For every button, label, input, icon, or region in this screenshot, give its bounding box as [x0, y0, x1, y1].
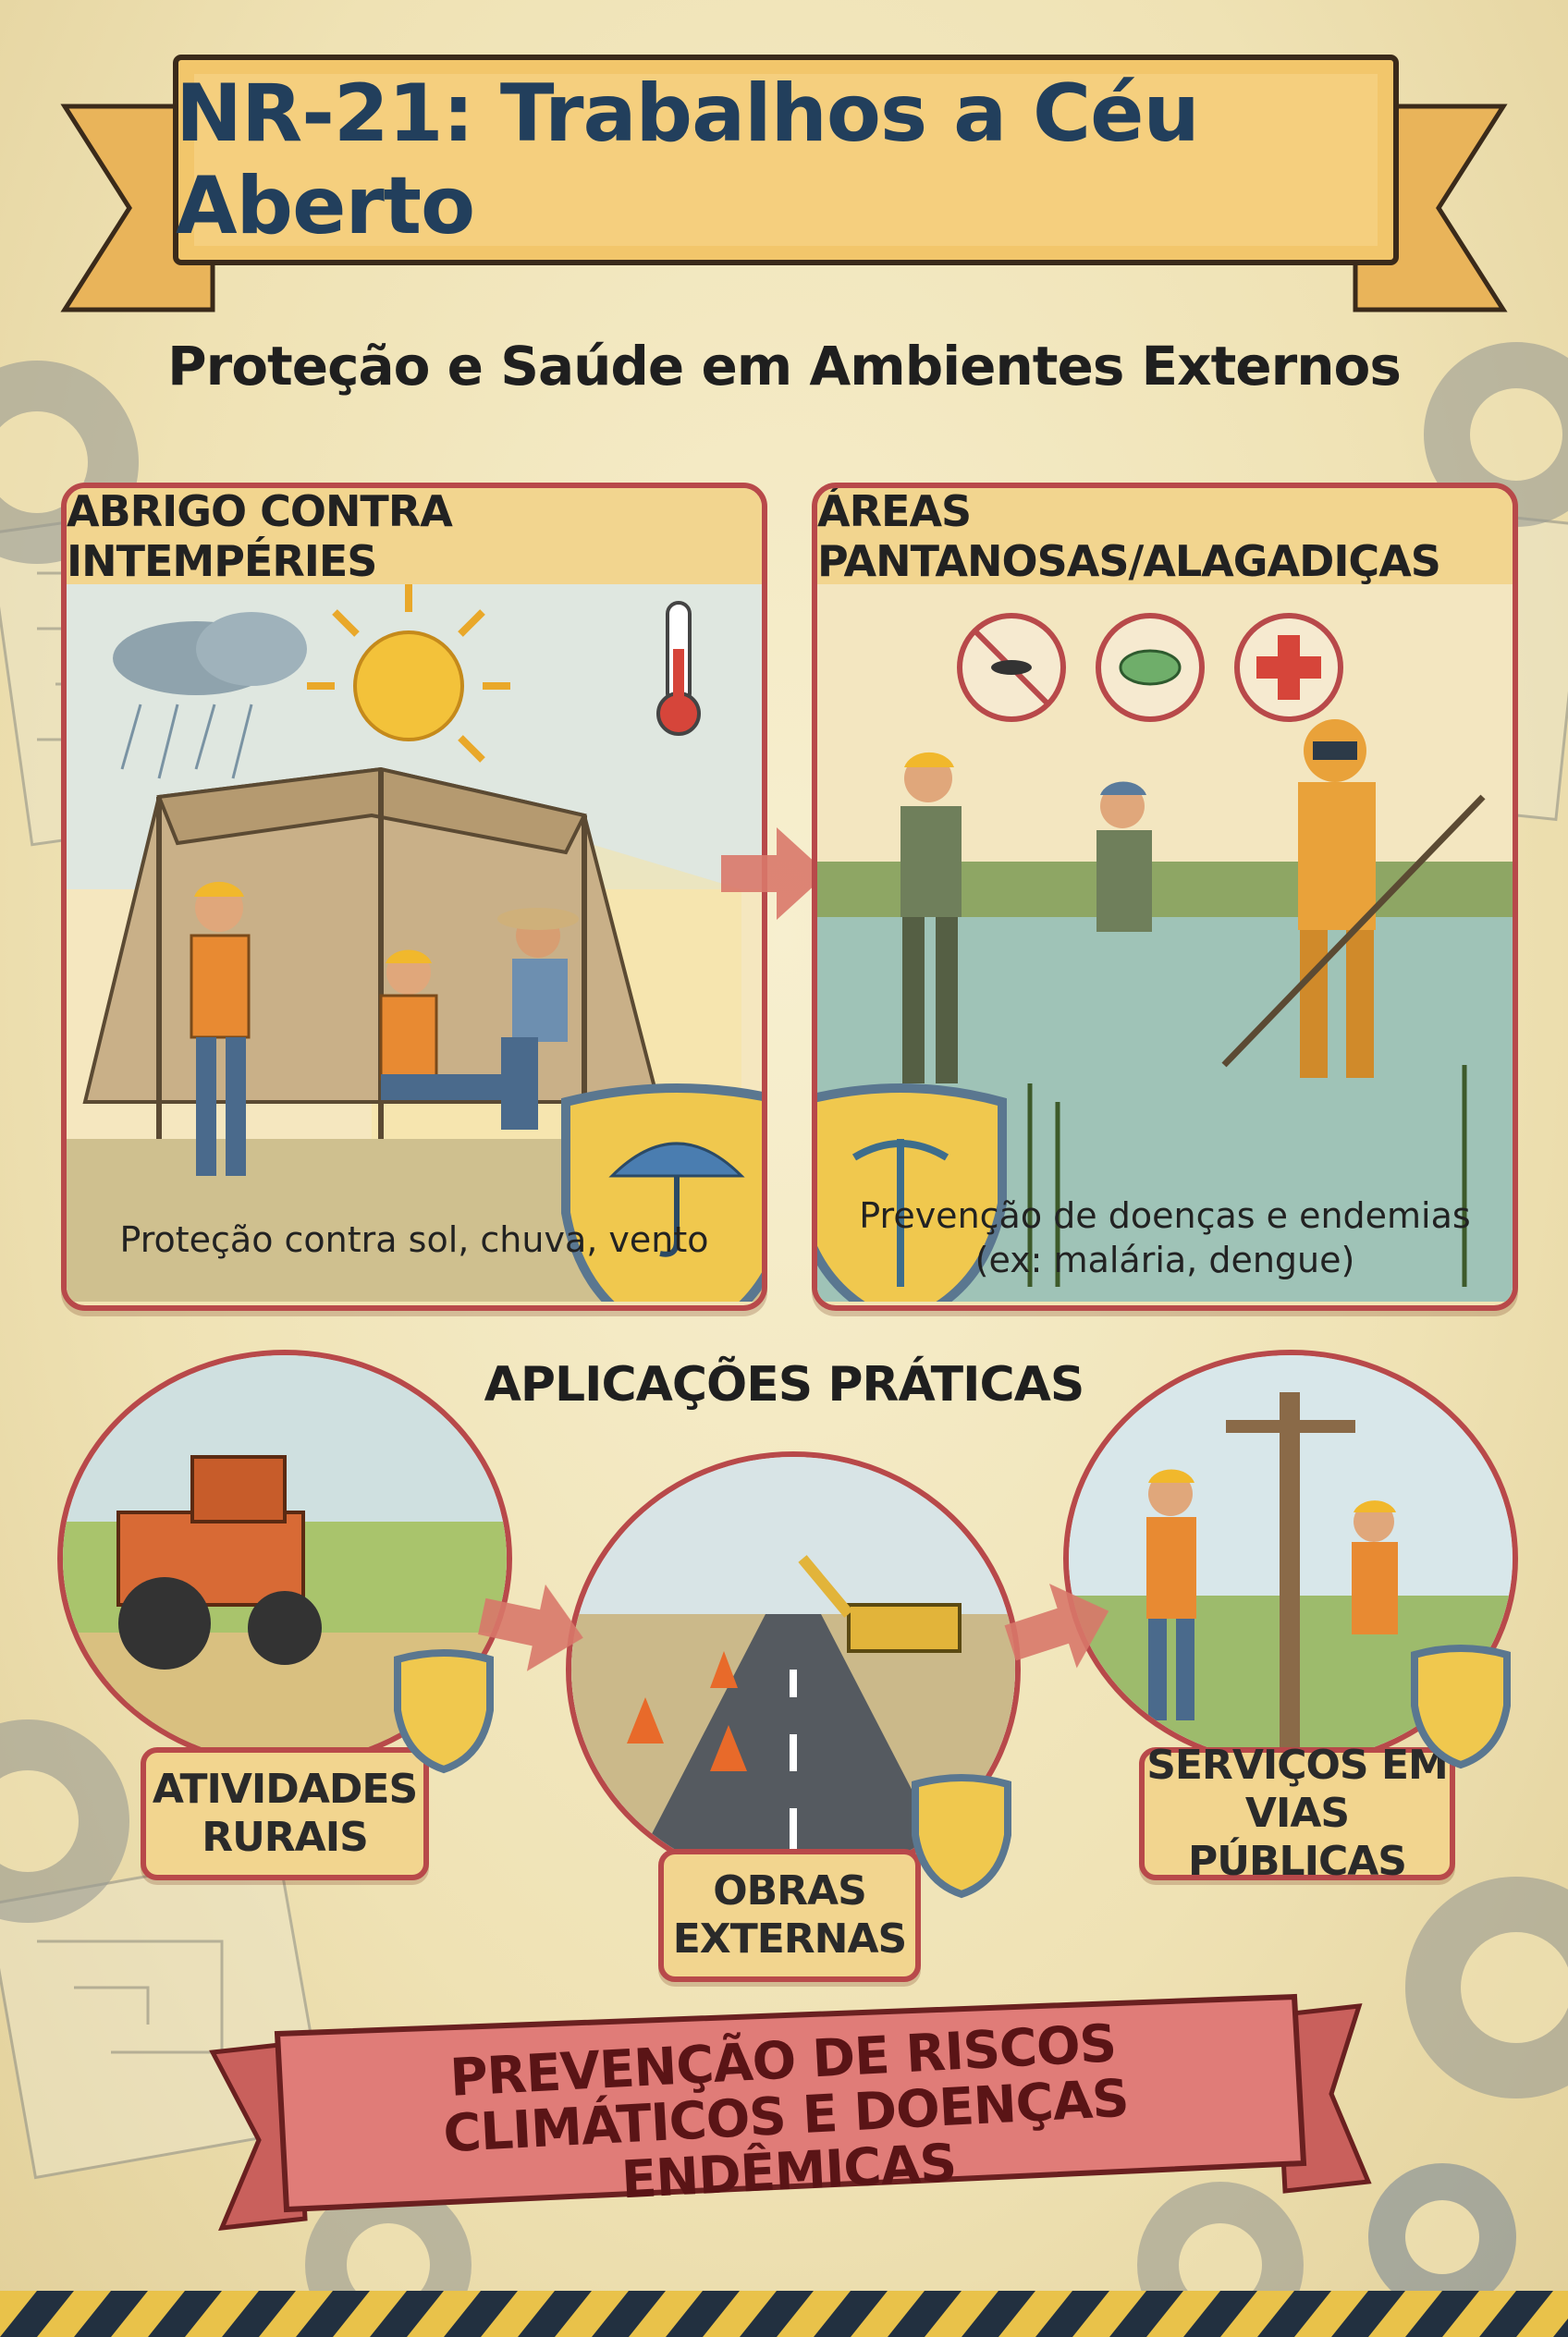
worker-sprayer: [900, 752, 962, 1083]
worker-sprayer-2: [1096, 781, 1152, 932]
arrow-icon: [721, 827, 827, 920]
shelter-scene: [67, 584, 762, 1302]
hazard-stripe: [0, 2291, 1568, 2337]
panel-heading: ÁREAS PANTANOSAS/ALAGADIÇAS: [817, 488, 1513, 589]
application-construction: OBRAS EXTERNAS: [658, 1849, 921, 1982]
sun-icon: [307, 584, 510, 763]
caduceus-shield-icon: [817, 1083, 1007, 1302]
arrow-icon: [478, 1584, 1109, 1671]
medical-cross-icon: [1234, 613, 1343, 722]
title-ribbon: [60, 55, 1508, 312]
shield-icon: [394, 1645, 1511, 1899]
umbrella-shield-icon: [561, 1083, 762, 1302]
label-line1: OBRAS: [713, 1867, 867, 1915]
electric-worker-2: [1352, 1500, 1398, 1634]
page-title: NR-21: Trabalhos a Céu Aberto: [176, 67, 1200, 252]
swamp-scene: [817, 584, 1513, 1302]
excavator-icon: [798, 1555, 962, 1653]
label-line1: SERVIÇOS EM: [1146, 1742, 1449, 1789]
application-rural: ATIVIDADES RURAIS: [141, 1747, 429, 1880]
panel-swamp-areas: ÁREAS PANTANOSAS/ALAGADIÇAS Preve: [812, 483, 1518, 1311]
worker-hazmat: [1221, 719, 1486, 1078]
panel-weather-shelter: ABRIGO CONTRA INTEMPÉRIES: [61, 483, 767, 1311]
label-line2: EXTERNAS: [672, 1915, 907, 1963]
panel-caption: Proteção contra sol, chuva, vento: [119, 1219, 709, 1260]
footer-ribbon: [209, 1993, 1372, 2231]
label-line1: ATIVIDADES: [152, 1766, 418, 1813]
page-subtitle: Proteção e Saúde em Ambientes Externos: [167, 335, 1402, 398]
worker-standing: [190, 881, 251, 1176]
panel-caption-line1: Prevenção de doenças e endemias: [859, 1195, 1471, 1236]
cloud-icon: [113, 612, 307, 695]
application-public-roads: SERVIÇOS EM VIAS PÚBLICAS: [1139, 1742, 1455, 1885]
applications-title: APLICAÇÕES PRÁTICAS: [484, 1357, 1085, 1413]
worker-sitting: [379, 949, 501, 1100]
thermometer-icon: [656, 601, 701, 736]
electric-worker: [1146, 1469, 1196, 1720]
label-line2: RURAIS: [202, 1814, 369, 1861]
panel-caption-line2: (ex: malária, dengue): [974, 1240, 1355, 1280]
label-line2: VIAS PÚBLICAS: [1188, 1790, 1407, 1885]
worker-resting: [497, 908, 579, 1130]
no-mosquito-icon: [957, 613, 1066, 722]
tractor-icon: [116, 1455, 322, 1670]
bacteria-icon: [1096, 613, 1205, 722]
traffic-cone-icon: [627, 1651, 747, 1771]
